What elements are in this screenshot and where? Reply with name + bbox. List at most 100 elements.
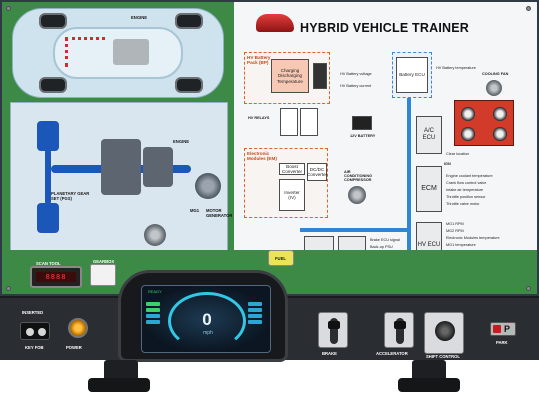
page-title: HYBRID VEHICLE TRAINER: [300, 21, 469, 35]
brake-pedal[interactable]: [318, 312, 348, 348]
hv-cable-path: [65, 37, 105, 67]
can-bus-horizontal: [300, 228, 410, 232]
mg2-motor: [144, 224, 166, 246]
key-button[interactable]: [38, 328, 46, 336]
ecm-signal: Throttle valve motor: [446, 202, 480, 206]
shift-knob[interactable]: [435, 321, 455, 341]
engine-block: [113, 39, 149, 65]
brake-signal: Back-up PSU: [370, 245, 393, 249]
ac-ecu: A/C ECU: [416, 116, 442, 154]
battery-pack-box: HV Battery Pack (BP) Charging Dischargin…: [244, 52, 330, 104]
hv-battery-voltage-signal: HV Battery voltage: [340, 72, 372, 76]
hv-signal: MG1 temperature: [446, 243, 476, 247]
battery-ecu: Battery ECU: [396, 57, 428, 93]
cooling-fan-label: COOLING FAN: [482, 72, 509, 76]
gauge-segment: [146, 320, 160, 324]
gearbox-label: GEARBOX: [93, 259, 115, 264]
ac-knob[interactable]: [461, 107, 475, 121]
brake-label: BRAKE: [322, 351, 337, 356]
accelerator-handle[interactable]: [394, 321, 406, 329]
drive-part: [37, 121, 59, 151]
mg1-gear: [195, 173, 221, 199]
ecm-signal: Throttle position sensor: [446, 195, 486, 199]
drive-part: [37, 203, 59, 233]
ign-signal: IGN: [444, 162, 451, 166]
hv-signal: MG1 RPM: [446, 222, 464, 226]
brake-slot: [330, 318, 338, 344]
hv-relay-block: [300, 108, 318, 136]
engine-label-2: ENGINE: [173, 139, 190, 144]
hv-signal: Electronic Modules temperature: [446, 236, 500, 240]
hv-relay-block: [280, 108, 298, 136]
ecm-signal: Crank flow control valve: [446, 181, 487, 185]
gauge-segment: [146, 314, 160, 318]
battery-pack-module: Charging Discharging Temperature: [271, 59, 309, 93]
fuel-gauge: [248, 292, 266, 346]
park-button[interactable]: P: [490, 322, 516, 336]
ac-knob[interactable]: [461, 127, 475, 141]
vehicle-illustration-panel: ENGINE PLANETARY GEAR SET (PGS) ENGINE M…: [2, 2, 234, 294]
stand-foot-right: [398, 378, 460, 392]
hv-relays-label: HV RELAYS: [248, 116, 270, 120]
key-inserted-label: INSERTED: [22, 310, 44, 315]
accelerator-pedal[interactable]: [384, 312, 414, 348]
cluster-screen: READY 0 mph: [141, 285, 271, 353]
gauge-segment: [248, 320, 262, 324]
engine-label: ENGINE: [131, 15, 148, 20]
key-button[interactable]: [26, 328, 34, 336]
ecm-signal-list: Engine coolant temperature Crank flow co…: [446, 174, 493, 209]
ac-compressor-icon: [348, 186, 366, 204]
power-button[interactable]: [68, 318, 88, 338]
motor-generator-label: MOTOR GENERATOR: [206, 208, 233, 218]
battery-12v-label: 12V BATTERY: [350, 134, 376, 138]
inverter: Inverter (IV): [279, 179, 305, 211]
screw: [526, 286, 531, 291]
powertrain-cutaway: PLANETARY GEAR SET (PGS) ENGINE: [10, 102, 228, 252]
charge-gauge: [146, 292, 164, 346]
accelerator-slot: [396, 318, 404, 344]
key-fob-switch[interactable]: [20, 322, 50, 340]
battery-ecu-box: Battery ECU: [392, 52, 432, 98]
hv-battery-current-signal: HV Battery current: [340, 84, 372, 88]
electronic-modules-label: Electronic Modules (EM): [247, 151, 277, 162]
ac-knob[interactable]: [493, 107, 507, 121]
mg1-label: MG1: [190, 208, 200, 213]
boost-converter: Boost Converter: [279, 163, 305, 175]
ac-control-panel: [454, 100, 514, 146]
speed-value: 0: [202, 310, 212, 329]
battery-item: Charging: [280, 68, 300, 74]
accelerator-label: ACCELERATOR: [376, 351, 408, 356]
gauge-segment: [248, 302, 262, 306]
battery-item: Temperature: [277, 78, 303, 84]
gauge-segment: [248, 308, 262, 312]
battery-cells: [313, 63, 327, 89]
stand-left: [104, 360, 138, 382]
shift-control-label: SHIFT CONTROL: [426, 354, 460, 359]
fuel-label: FUEL: [275, 256, 286, 261]
gearbox-selector[interactable]: GEARBOX: [90, 259, 116, 286]
wheel-front-right: [175, 13, 203, 29]
planetary-label: PLANETARY GEAR SET (PGS): [51, 191, 90, 201]
gauge-segment: [146, 302, 160, 306]
hv-battery-temp-signal: HV Battery temperature: [436, 66, 476, 70]
park-letter: P: [504, 324, 511, 334]
park-indicator: [493, 325, 501, 333]
brake-handle[interactable]: [328, 321, 340, 329]
power-label: POWER: [66, 345, 82, 350]
hv-signal: MG2 RPM: [446, 229, 464, 233]
cooling-fan-icon: [486, 80, 502, 96]
scan-tool-display[interactable]: 8888: [30, 266, 82, 288]
ecm-signal: Engine coolant temperature: [446, 174, 493, 178]
ecm: ECM: [416, 166, 442, 212]
hybrid-car-logo: [256, 14, 294, 32]
ac-compressor-label: AIR CONDITIONING COMPRESSOR: [344, 170, 373, 182]
wheel-rear-left: [39, 77, 67, 93]
screw: [6, 6, 11, 11]
ac-knob[interactable]: [493, 127, 507, 141]
shift-lever[interactable]: [424, 312, 464, 354]
dc-converter: DC/DC Converter: [307, 163, 327, 181]
vehicle-top-view: ENGINE: [12, 8, 224, 98]
speedometer-arc: [168, 292, 246, 350]
ready-indicator: READY: [148, 289, 162, 294]
stand-foot-left: [88, 378, 150, 392]
